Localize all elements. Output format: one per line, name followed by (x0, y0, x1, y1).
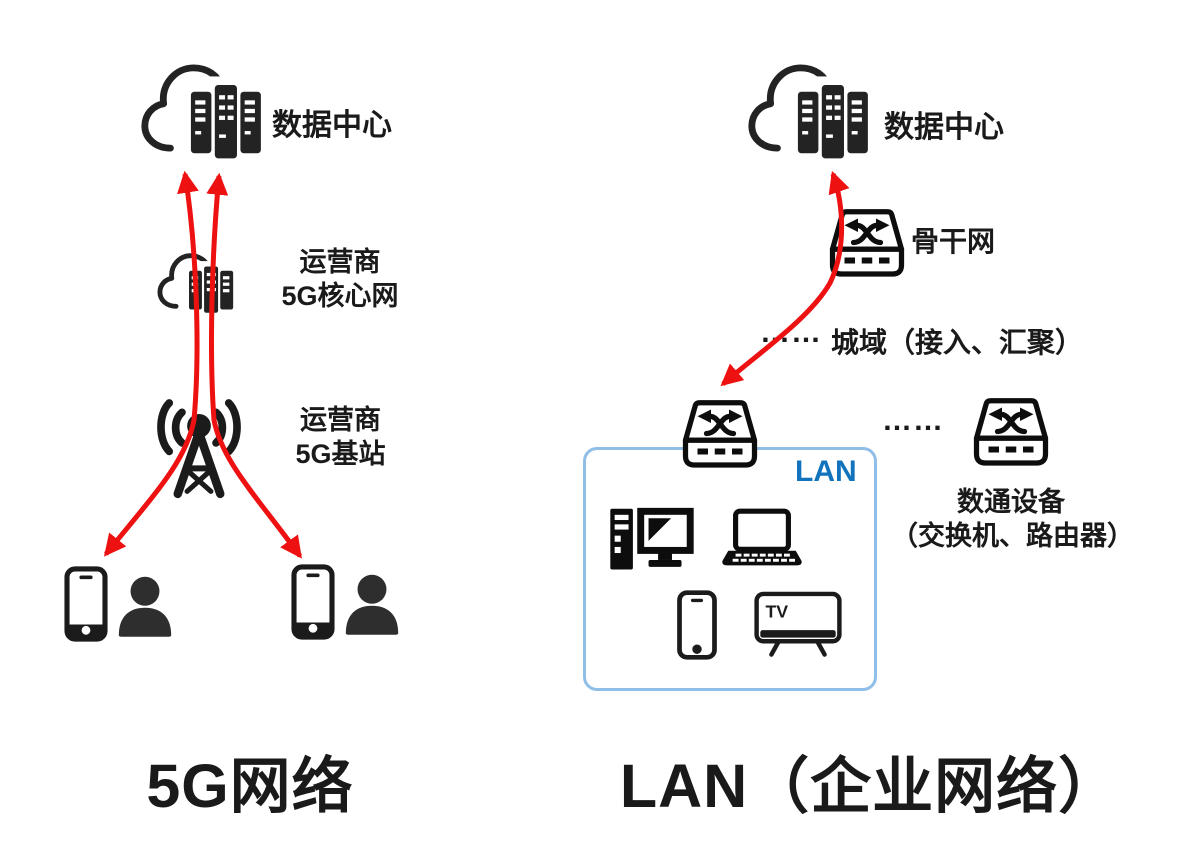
datacom-ellipsis: …… (882, 404, 944, 437)
smartphone-icon (677, 590, 717, 660)
left-core-label-line1: 运营商 (299, 247, 381, 277)
datacom-label-line1: 数通设备 (957, 487, 1065, 517)
right-title-lan-enterprise: LAN（企业网络） (619, 752, 1121, 820)
left-core-label: 运营商 5G核心网 (255, 246, 425, 314)
backbone-switch-icon (829, 209, 905, 277)
left-basestation-label-line2: 5G基站 (295, 438, 386, 469)
left-basestation-label: 运营商 5G基站 (258, 404, 423, 472)
lan-switch-icon (682, 400, 758, 468)
tv-screen-text: TV (765, 602, 788, 622)
lan-label: LAN (795, 455, 857, 488)
left-title-5g-network: 5G网络 (146, 752, 354, 820)
laptop-icon (722, 508, 802, 566)
metro-ellipsis: …… (760, 316, 822, 349)
metro-label: 城域（接入、汇聚） (831, 327, 1084, 358)
cloud-5g-core-icon (157, 253, 237, 316)
person-icon (118, 576, 172, 637)
cloud-datacenter-icon (141, 64, 266, 164)
datacom-label-line2: （交换机、路由器） (891, 520, 1134, 551)
person-icon (345, 574, 399, 635)
datacom-label: 数通设备 （交换机、路由器） (891, 486, 1134, 554)
cloud-datacenter-icon (748, 64, 873, 164)
base-station-antenna-icon (157, 399, 241, 499)
smartphone-icon (291, 564, 335, 640)
left-datacenter-label: 数据中心 (272, 109, 392, 142)
left-core-label-line2: 5G核心网 (281, 280, 399, 311)
desktop-computer-icon (610, 507, 694, 570)
right-datacenter-label: 数据中心 (884, 111, 1004, 144)
datacom-switch-icon (973, 398, 1049, 466)
backbone-label: 骨干网 (911, 226, 996, 257)
smartphone-icon (64, 566, 108, 642)
left-basestation-label-line1: 运营商 (300, 405, 381, 435)
tv-icon: TV (754, 591, 842, 657)
